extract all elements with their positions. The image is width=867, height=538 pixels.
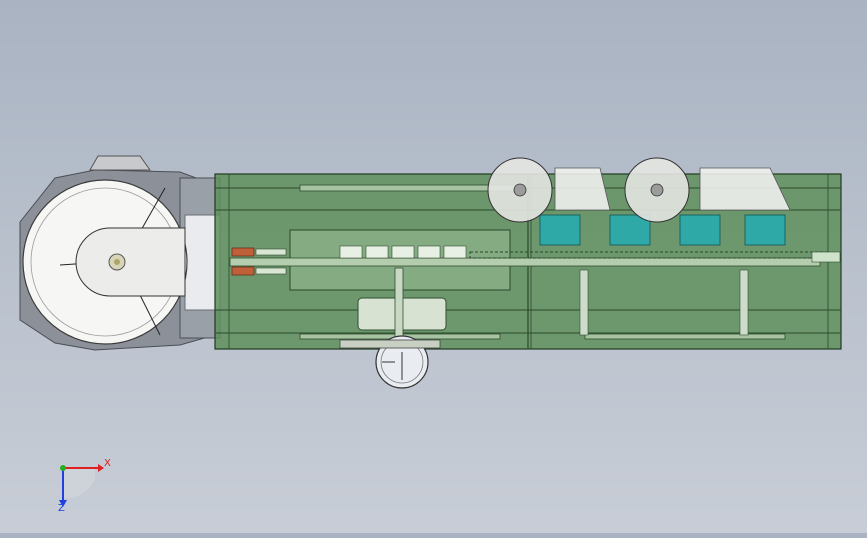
x-axis-label: X xyxy=(104,458,111,469)
rotary-drum[interactable] xyxy=(22,179,188,345)
coordinate-triad xyxy=(59,464,104,507)
y-axis-dot xyxy=(60,465,66,471)
x-axis-arrowhead xyxy=(98,464,104,472)
main-enclosure[interactable] xyxy=(214,157,842,350)
z-axis-label: Z xyxy=(58,503,65,514)
handwheel[interactable] xyxy=(339,335,441,389)
z-axis-arrowhead xyxy=(59,500,67,507)
